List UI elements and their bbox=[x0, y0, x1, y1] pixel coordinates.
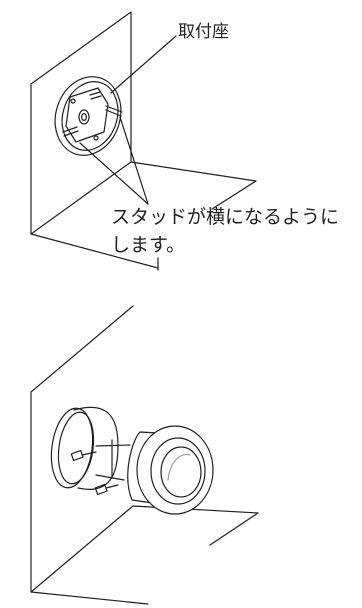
floor-plane-1-back bbox=[130, 161, 257, 210]
mount-seat-disc-outer bbox=[54, 76, 122, 156]
camera-stud bbox=[81, 451, 97, 456]
camera-lens-inner bbox=[160, 446, 202, 498]
mount-seat-plate bbox=[65, 87, 109, 143]
camera-stud-nut bbox=[94, 483, 108, 496]
stud-orientation-note-line-2: します。 bbox=[111, 234, 186, 256]
camera-front-rim bbox=[136, 425, 214, 515]
mount-seat-center-hole bbox=[78, 109, 90, 125]
mount-seat-stud bbox=[105, 109, 122, 117]
camera-stud bbox=[105, 484, 119, 489]
mount-seat-slot bbox=[62, 126, 78, 133]
mount-seat-label: 取付座 bbox=[178, 22, 229, 42]
mount-seat-slot bbox=[63, 130, 79, 137]
mount-seat-slot bbox=[90, 95, 102, 100]
floor-plane-2 bbox=[30, 591, 149, 605]
camera-bracket bbox=[95, 474, 125, 481]
camera-base-plate bbox=[50, 407, 94, 489]
note-leader-1 bbox=[119, 116, 149, 205]
mount-seat-center-hole-inner bbox=[80, 112, 87, 121]
camera-lens-outer bbox=[150, 437, 206, 505]
mount-seat-leader bbox=[110, 35, 177, 94]
wall-plane-2 bbox=[30, 305, 134, 593]
mount-seat-screw-hole bbox=[70, 98, 76, 104]
camera-base-plate-inner bbox=[57, 411, 95, 485]
floor-plane-1 bbox=[30, 233, 159, 269]
camera-bracket bbox=[95, 444, 131, 447]
note-leader-2 bbox=[79, 142, 149, 205]
stud-orientation-note-line-1: スタッドが横になるように bbox=[111, 206, 340, 228]
mount-seat-slot bbox=[89, 91, 101, 96]
camera-base-body bbox=[73, 406, 119, 490]
mount-seat-disc-inner bbox=[61, 81, 119, 151]
mount-seat-screw-hole bbox=[93, 135, 99, 141]
camera-lens-highlight bbox=[167, 453, 191, 481]
camera-stud-nut bbox=[70, 449, 84, 462]
floor-plane-2-back bbox=[132, 505, 259, 546]
mount-seat-stud bbox=[105, 105, 123, 113]
